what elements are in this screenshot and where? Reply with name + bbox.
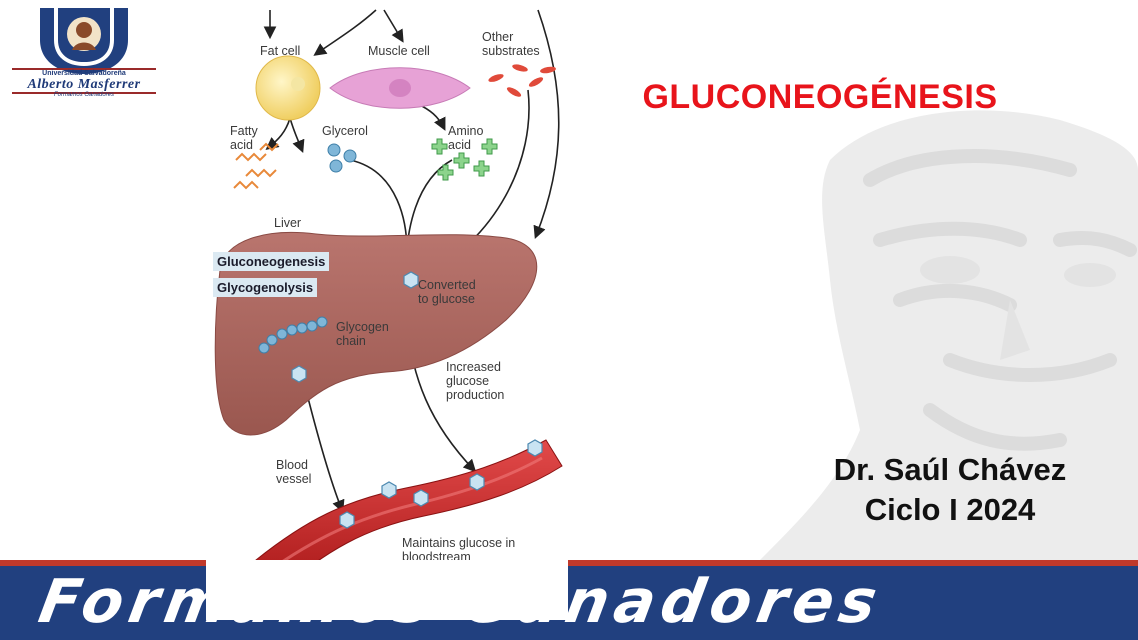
- arrow-fat-to-glycerol: [289, 117, 305, 153]
- glucose-molecules: [291, 271, 419, 383]
- author-block: Dr. Saúl Chávez Ciclo I 2024: [800, 450, 1100, 530]
- glycerol-molecules: [327, 143, 357, 173]
- arrow-into-muscle-cell: [383, 9, 404, 43]
- glycogen-chain: [258, 316, 328, 354]
- author-name: Dr. Saúl Chávez: [833, 452, 1067, 487]
- footer-banner: Formamos Ganadores: [0, 560, 1138, 640]
- university-logo: Universidad Salvadoreña Alberto Masferre…: [8, 6, 158, 98]
- blood-vessel: [255, 439, 563, 595]
- logo-tagline: Formamos Ganadores: [53, 92, 115, 98]
- diagram-panel-bottom: [206, 560, 568, 620]
- label-converted-to-glucose: Converted to glucose: [418, 278, 476, 306]
- logo-name: Alberto Masferrer: [27, 77, 141, 92]
- logo-rule-top: [12, 68, 156, 70]
- label-muscle-cell: Muscle cell: [368, 44, 430, 58]
- label-blood-vessel: Blood vessel: [276, 458, 312, 486]
- logo-rule-bottom: [12, 92, 156, 94]
- gluconeogenesis-diagram: Fat cell Muscle cell Other substrates Fa…: [206, 0, 568, 620]
- banner-red-stripe: [0, 560, 1138, 566]
- arrow-to-fat-cell: [313, 9, 377, 56]
- label-liver: Liver: [274, 216, 302, 230]
- fat-cell: [255, 55, 321, 121]
- label-fatty-acid: Fatty acid: [230, 124, 258, 152]
- other-substrates-particles: [488, 64, 556, 97]
- label-glycogen-chain: Glycogen chain: [336, 320, 389, 348]
- label-glycerol: Glycerol: [322, 124, 368, 138]
- banner-blue-band: [0, 566, 1138, 640]
- arrow-liver-glucose-to-blood: [303, 381, 345, 513]
- label-glycogenolysis: Glycogenolysis: [213, 278, 318, 297]
- label-increased-glucose-production: Increased glucose production: [446, 360, 505, 402]
- label-gluconeogenesis: Gluconeogenesis: [213, 252, 330, 271]
- banner-slogan: Formamos Ganadores: [34, 567, 888, 637]
- label-fat-cell: Fat cell: [260, 44, 301, 58]
- arrow-muscle-to-amino: [417, 103, 446, 131]
- shield-icon: [40, 8, 128, 74]
- course-term: Ciclo I 2024: [864, 492, 1036, 527]
- arrow-fat-to-fatty-acid: [265, 117, 291, 150]
- label-other-substrates: Other substrates: [482, 30, 540, 58]
- slide-title: GLUCONEOGÉNESIS: [642, 78, 998, 116]
- diagram-graphics: [214, 9, 563, 595]
- amino-acid-molecules: [431, 138, 498, 181]
- logo-university-line: Universidad Salvadoreña: [42, 70, 126, 77]
- fatty-acid-squiggles: [233, 142, 279, 190]
- arrow-other-to-liver: [533, 9, 560, 239]
- label-amino-acid: Amino acid: [448, 124, 484, 152]
